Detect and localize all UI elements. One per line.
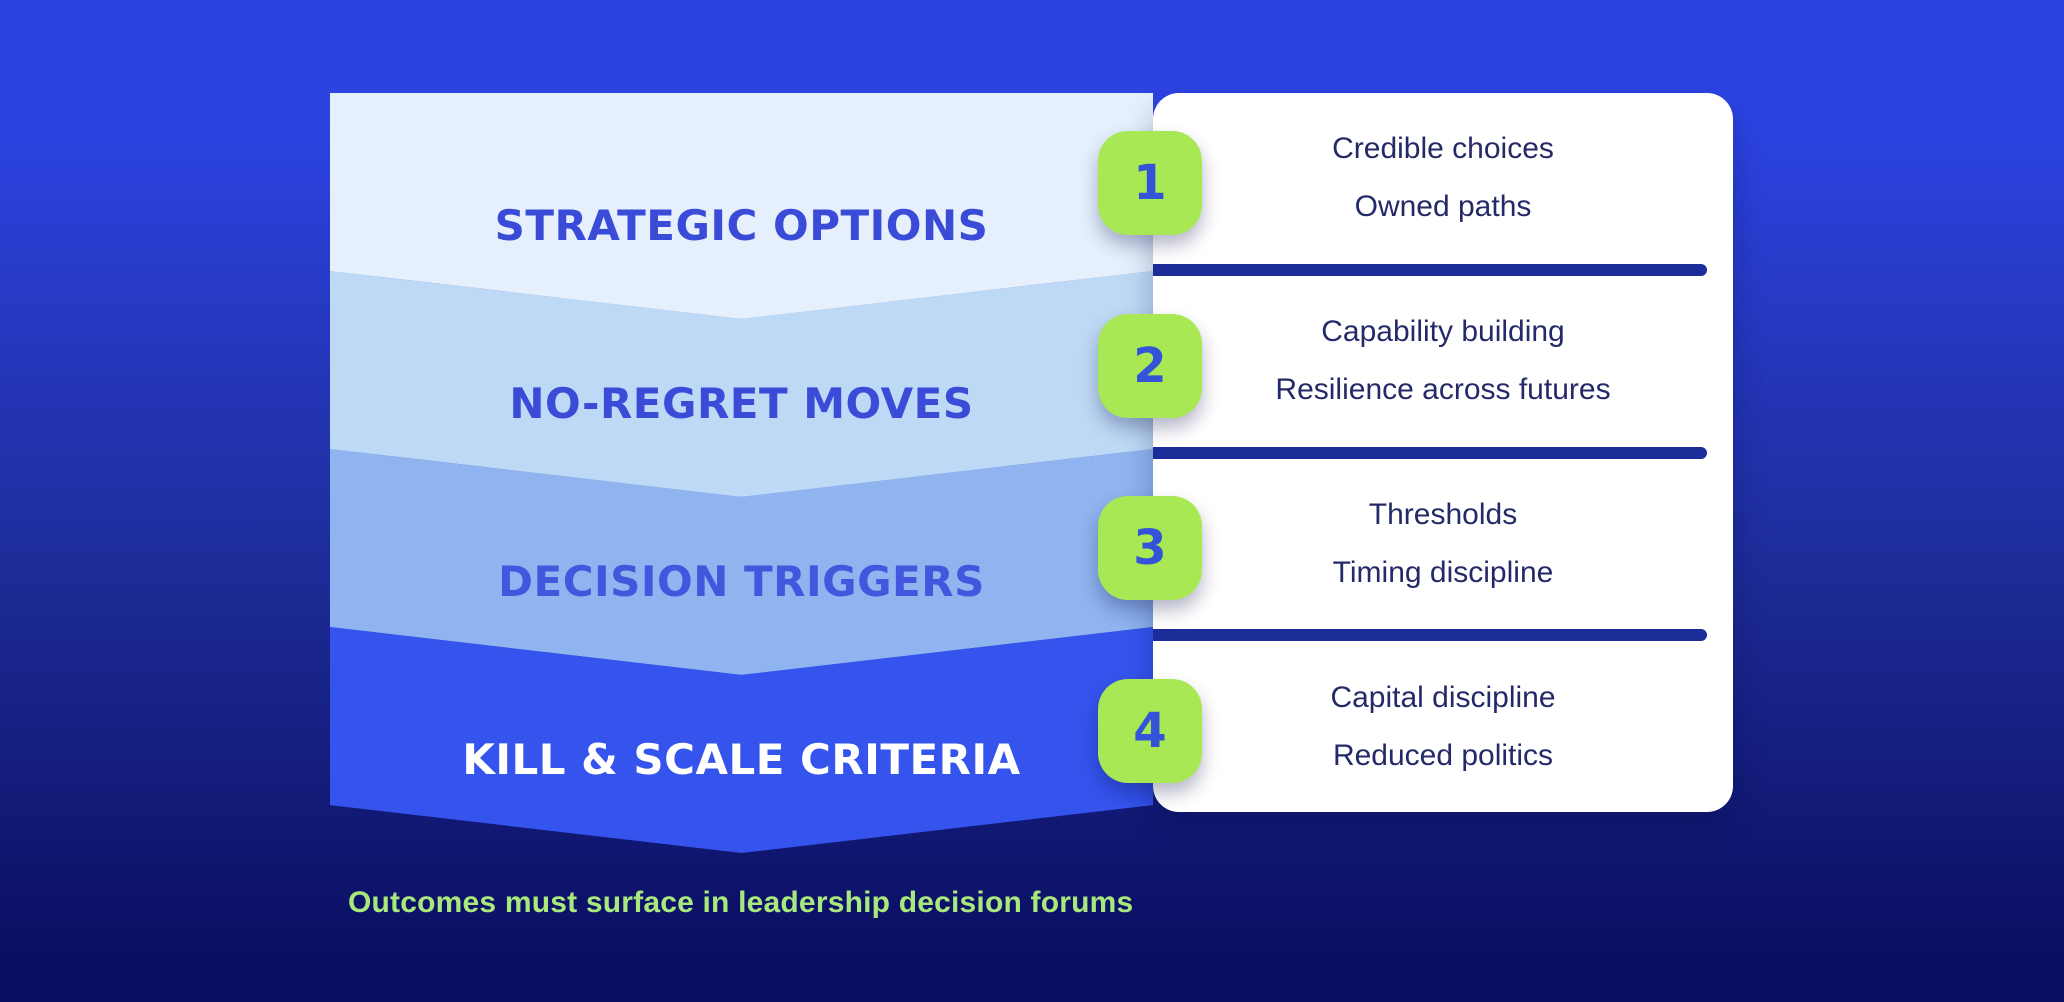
card-separator	[1153, 629, 1707, 642]
step-number: 3	[1133, 520, 1167, 576]
card-column: Credible choices Owned paths Capability …	[1153, 93, 1733, 812]
card-kill-scale-criteria: Capital discipline Reduced politics	[1153, 641, 1733, 812]
step-badge-1: 1	[1098, 131, 1202, 235]
band-title: DECISION TRIGGERS	[498, 556, 985, 606]
step-badge-4: 4	[1098, 679, 1202, 783]
card-line: Timing discipline	[1332, 555, 1554, 589]
card-no-regret-moves: Capability building Resilience across fu…	[1153, 276, 1733, 447]
band-title: STRATEGIC OPTIONS	[494, 200, 989, 250]
card-line: Capability building	[1321, 315, 1565, 349]
band-strategic-options: STRATEGIC OPTIONS	[330, 93, 1153, 319]
card-line: Thresholds	[1368, 497, 1518, 531]
card-decision-triggers: Thresholds Timing discipline	[1153, 459, 1733, 630]
step-number: 1	[1133, 155, 1167, 211]
band-title: KILL & SCALE CRITERIA	[462, 734, 1021, 784]
card-line: Reduced politics	[1332, 738, 1554, 772]
card-separator	[1153, 446, 1707, 459]
card-line: Capital discipline	[1330, 680, 1556, 714]
step-badge-2: 2	[1098, 314, 1202, 418]
step-number: 2	[1133, 338, 1167, 394]
band-decision-triggers: DECISION TRIGGERS	[330, 449, 1153, 675]
step-number: 4	[1133, 703, 1167, 759]
card-strategic-options: Credible choices Owned paths	[1153, 93, 1733, 264]
footer-note: Outcomes must surface in leadership deci…	[348, 886, 1134, 919]
band-title: NO-REGRET MOVES	[509, 378, 974, 428]
card-separator	[1153, 263, 1707, 276]
card-line: Owned paths	[1354, 190, 1532, 224]
step-badge-3: 3	[1098, 496, 1202, 600]
card-line: Resilience across futures	[1275, 373, 1611, 407]
card-line: Credible choices	[1332, 132, 1554, 166]
